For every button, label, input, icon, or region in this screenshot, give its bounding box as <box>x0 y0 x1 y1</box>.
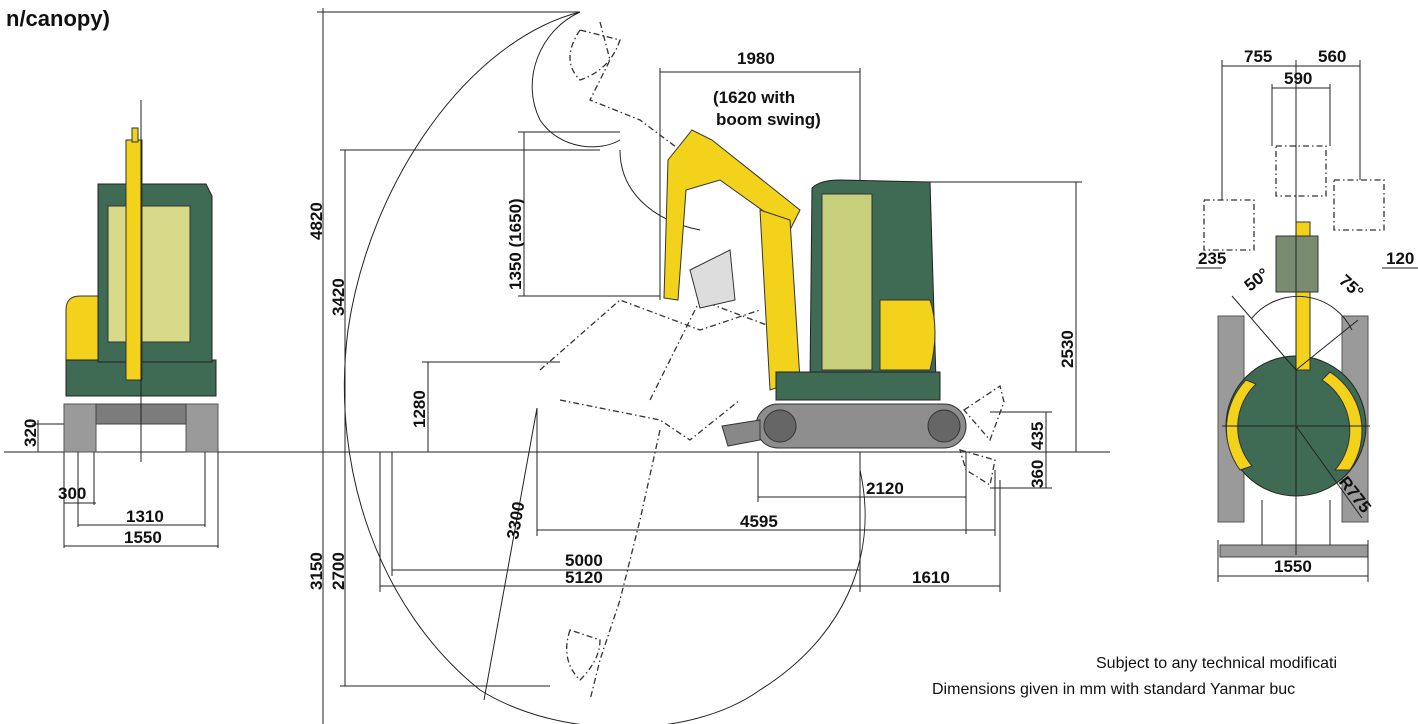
working-range-arc <box>343 11 866 724</box>
ghost-boom-top <box>589 21 681 151</box>
side-bucket <box>689 249 736 309</box>
front-boom <box>125 139 143 381</box>
dim-max-reach: 5120 <box>565 568 603 587</box>
dim-top-offset-left: 755 <box>1244 47 1272 66</box>
note-technical-modification: Subject to any technical modificati <box>1096 655 1337 672</box>
ghost-bucket-center <box>1275 145 1327 197</box>
ghost-bucket-deep <box>566 629 601 681</box>
dim-dump-height: 3420 <box>329 278 348 316</box>
side-dozer-blade <box>721 419 761 447</box>
top-view: 755 560 590 235 120 50° 75° R775 1550 <box>1196 47 1418 582</box>
dim-front-width: 1550 <box>124 528 162 547</box>
ghost-dozer-down <box>959 449 996 487</box>
dim-swing-left: 50° <box>1241 264 1273 295</box>
dim-reach-ground: 5000 <box>565 551 603 570</box>
dim-track-length: 2120 <box>866 479 904 498</box>
upper-range-arc <box>531 11 621 148</box>
dim-boom-swing-1: (1620 with <box>713 88 795 107</box>
note-dimensions-mm: Dimensions given in mm with standard Yan… <box>932 681 1295 698</box>
dim-boom-offset: 1980 <box>737 49 775 68</box>
dim-front-clearance: 320 <box>21 419 40 447</box>
side-sprocket <box>927 409 961 443</box>
dim-max-dig-depth: 3150 <box>307 552 326 590</box>
dim-dozer-depth: 360 <box>1028 460 1047 488</box>
dim-top-width: 1550 <box>1274 557 1312 576</box>
front-cab-window <box>107 205 191 343</box>
dim-cab-height: 2530 <box>1058 330 1077 368</box>
front-view: 320 300 1310 1550 <box>21 100 219 548</box>
front-boom-tip <box>131 127 139 143</box>
dim-dig-depth-wall: 2700 <box>329 552 348 590</box>
top-counterweight <box>1321 371 1363 471</box>
dim-vertical-wall: 3300 <box>503 500 528 541</box>
side-counterweight <box>879 299 936 371</box>
top-frame-base <box>1219 544 1369 558</box>
side-arm <box>759 209 801 391</box>
dim-dozer-lift: 1280 <box>410 390 429 428</box>
ghost-boom-mid <box>559 399 741 441</box>
ghost-bucket-left <box>1203 199 1255 251</box>
dim-max-height: 4820 <box>307 202 326 240</box>
dim-top-left-bucket: 235 <box>1198 249 1226 268</box>
dim-dozer-height: 435 <box>1028 422 1047 450</box>
front-left-track <box>63 403 97 453</box>
dim-top-offset-center: 590 <box>1284 69 1312 88</box>
dim-tail-radius: 1610 <box>912 568 950 587</box>
dim-dump-range: 1350 (1650) <box>506 198 525 290</box>
inner-range-arc <box>619 149 701 231</box>
ghost-bucket-right <box>1333 179 1385 231</box>
side-cab-glass <box>821 193 873 371</box>
dim-track-overall: 4595 <box>740 512 778 531</box>
top-bucket-center <box>1275 235 1319 293</box>
ghost-dozer-up <box>963 384 1005 442</box>
ghost-boom-ground <box>539 299 761 371</box>
side-upper-body <box>775 371 941 401</box>
dim-boom-swing-2: boom swing) <box>716 110 821 129</box>
front-right-track <box>185 403 219 453</box>
side-idler <box>763 409 797 443</box>
side-view: 4820 3420 3150 2700 1350 (1650) 1280 330… <box>307 8 1082 724</box>
page-title: n/canopy) <box>6 6 110 31</box>
side-boom <box>663 129 801 301</box>
dim-top-offset-right: 560 <box>1318 47 1346 66</box>
dim-top-right-bucket: 120 <box>1386 249 1414 268</box>
dim-tail-radius-top: R775 <box>1335 473 1375 517</box>
dim-front-track-gauge: 1310 <box>126 507 164 526</box>
dim-front-track-width: 300 <box>58 484 86 503</box>
ghost-bucket-top <box>569 29 621 81</box>
ghost-arm-ground <box>649 299 781 401</box>
top-side-panel <box>1225 379 1257 471</box>
dim-swing-right: 75° <box>1335 271 1367 302</box>
